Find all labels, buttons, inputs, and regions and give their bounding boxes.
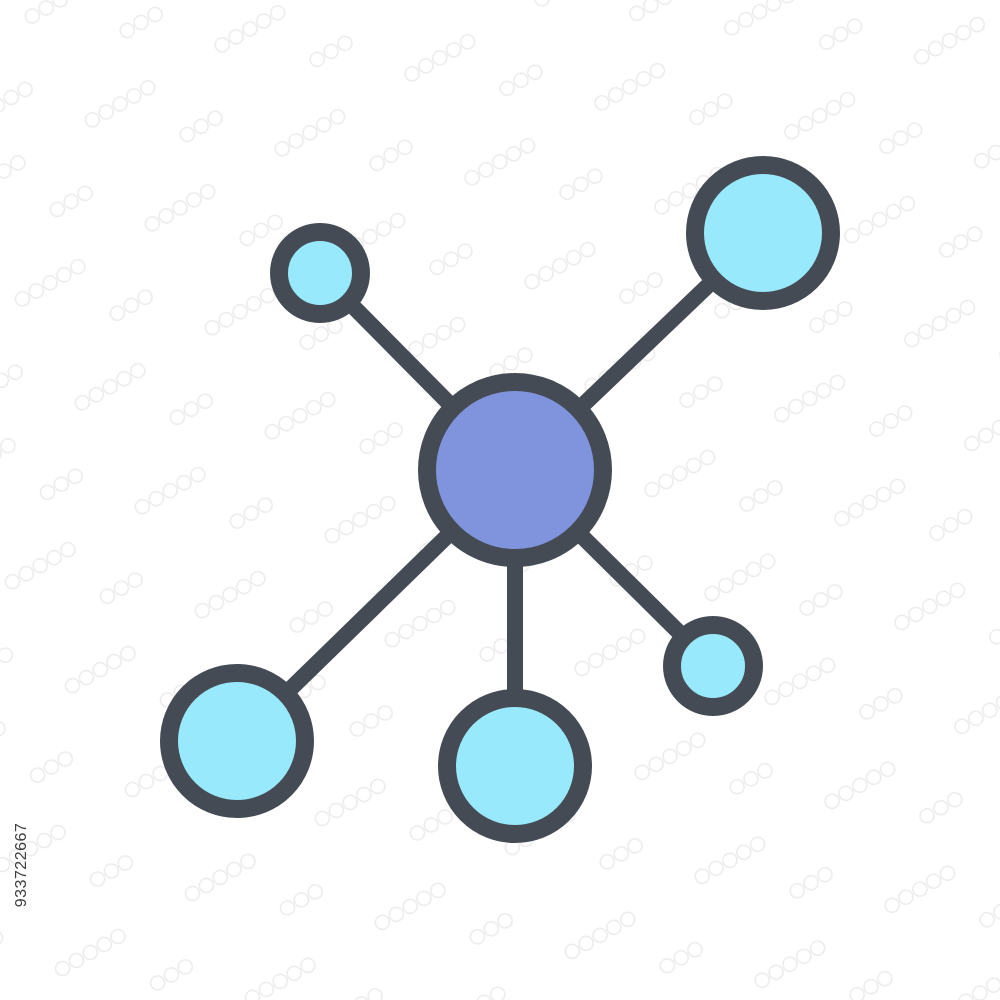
node-top-left: [270, 223, 370, 323]
node-bottom-center: [438, 689, 592, 843]
hub-node: [418, 373, 612, 567]
node-bottom-left: [160, 664, 314, 818]
node-top-right: [686, 156, 840, 310]
node-bottom-right: [663, 616, 763, 716]
